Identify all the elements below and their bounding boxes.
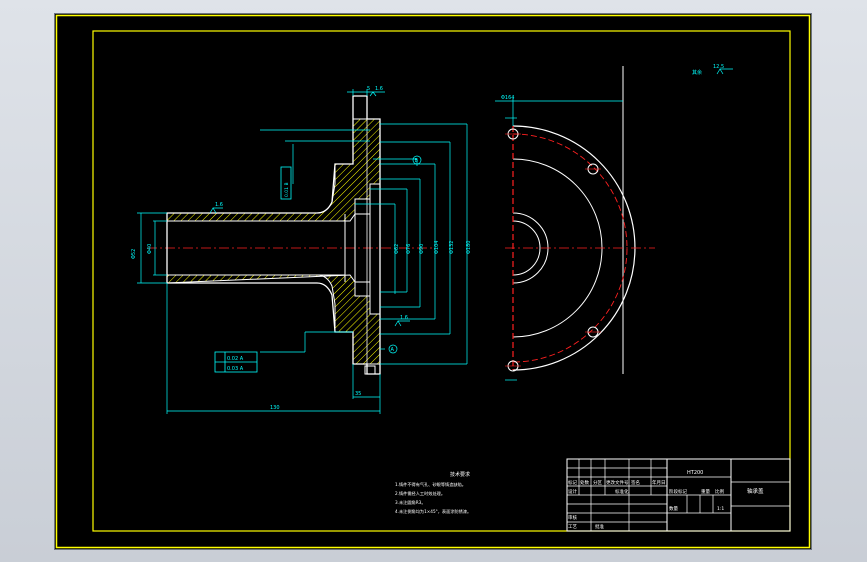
dim-hub-bore: Φ40: [147, 244, 153, 254]
dim-top-width: 5: [367, 86, 370, 92]
tb-standard: 标准化: [615, 488, 629, 495]
extension-lines: [137, 89, 468, 414]
dim-hub-left: Φ52: [131, 249, 137, 259]
svg-text:A: A: [391, 347, 395, 353]
dim-d6: Φ180: [466, 241, 472, 254]
svg-text:1.6: 1.6: [400, 315, 408, 321]
tolerance-frame-lower: 0.02 A 0.03 A: [214, 351, 258, 373]
dim-d4: Φ104: [434, 241, 440, 254]
drawing-sheet: Φ62 Φ76 Φ90 Φ104 Φ132 Φ180 Φ52 Φ40 5 130…: [55, 14, 811, 549]
corner-roughness: 其余 12.5: [692, 64, 733, 76]
tb-row-label-0: 标记: [568, 479, 577, 486]
bolt-groove: [364, 365, 376, 375]
sheet-border: [55, 14, 811, 549]
dim-d5: Φ132: [449, 241, 455, 254]
dim-overall-length: 130: [270, 405, 280, 411]
end-view: Φ164: [495, 66, 655, 381]
svg-text:0.02 A: 0.02 A: [227, 356, 244, 362]
svg-text:1.6: 1.6: [215, 202, 223, 208]
svg-text:0.01 B: 0.01 B: [284, 182, 290, 197]
note-3: 3.未注圆角R3。: [395, 499, 426, 506]
dim-d2: Φ76: [406, 244, 412, 254]
tb-row-label-3: 更改文件号: [606, 479, 629, 486]
dim-d3: Φ90: [419, 244, 425, 254]
hatch-upper: [166, 118, 381, 222]
title-block: [566, 458, 791, 532]
tb-qty: 数量: [669, 505, 678, 512]
datum-b: B: [412, 155, 422, 166]
note-4: 4.未注倒角均为1×45°，表面涂防锈漆。: [395, 508, 471, 515]
tolerance-frame-upper: 0.01 B: [280, 166, 292, 200]
surface-finish-bore: 1.6: [209, 202, 223, 214]
hole-center-marks: [505, 133, 601, 367]
tb-row-label-2: 分区: [593, 479, 602, 486]
svg-text:其余: 其余: [692, 69, 702, 76]
drawing-frame: [92, 30, 791, 532]
tb-scale-value: 1:1: [717, 506, 724, 512]
hatch-lower: [166, 274, 381, 365]
tb-designer: 设计: [568, 488, 577, 495]
tb-part-name: 轴承盖: [747, 487, 764, 495]
tb-scale-label: 比例: [715, 488, 724, 495]
section-view: Φ62 Φ76 Φ90 Φ104 Φ132 Φ180 Φ52 Φ40 5 130…: [131, 86, 472, 414]
dim-flange-thickness: 35: [355, 391, 361, 397]
technical-notes: 技术要求 1.铸件不得有气孔、砂眼等铸造缺陷。 2.铸件需经人工时效处理。 3.…: [395, 471, 471, 515]
svg-text:0.03 A: 0.03 A: [227, 366, 244, 372]
title-block-text: HT200 轴承盖 标记 处数 分区 更改文件号 签名 年月日 设计 标准化 阶…: [568, 470, 764, 530]
svg-text:12.5: 12.5: [713, 64, 724, 70]
datum-a: A: [388, 344, 398, 354]
dim-hole-pitch: Φ164: [501, 95, 514, 101]
note-1: 1.铸件不得有气孔、砂眼等铸造缺陷。: [395, 481, 466, 488]
svg-text:B: B: [415, 158, 419, 164]
tb-material: HT200: [687, 470, 703, 476]
dim-d1: Φ62: [394, 244, 400, 254]
notes-title: 技术要求: [450, 471, 470, 478]
svg-text:1.6: 1.6: [375, 86, 383, 92]
tb-weight: 重量: [701, 488, 710, 495]
tb-row-label-1: 处数: [580, 479, 589, 486]
tb-approve: 批准: [595, 523, 604, 530]
tb-row-label-5: 年月日: [652, 479, 666, 486]
surface-finish-top: 1.6: [369, 86, 385, 97]
surface-finish-right: 1.6: [394, 315, 410, 327]
end-bore-arc: [512, 220, 541, 276]
note-2: 2.铸件需经人工时效处理。: [395, 490, 445, 497]
tb-process: 工艺: [568, 524, 577, 530]
tb-review: 审核: [568, 514, 577, 521]
tb-stage: 阶段标记: [669, 488, 687, 495]
drawing-svg: Φ62 Φ76 Φ90 Φ104 Φ132 Φ180 Φ52 Φ40 5 130…: [55, 14, 811, 549]
tb-row-label-4: 签名: [631, 479, 640, 486]
